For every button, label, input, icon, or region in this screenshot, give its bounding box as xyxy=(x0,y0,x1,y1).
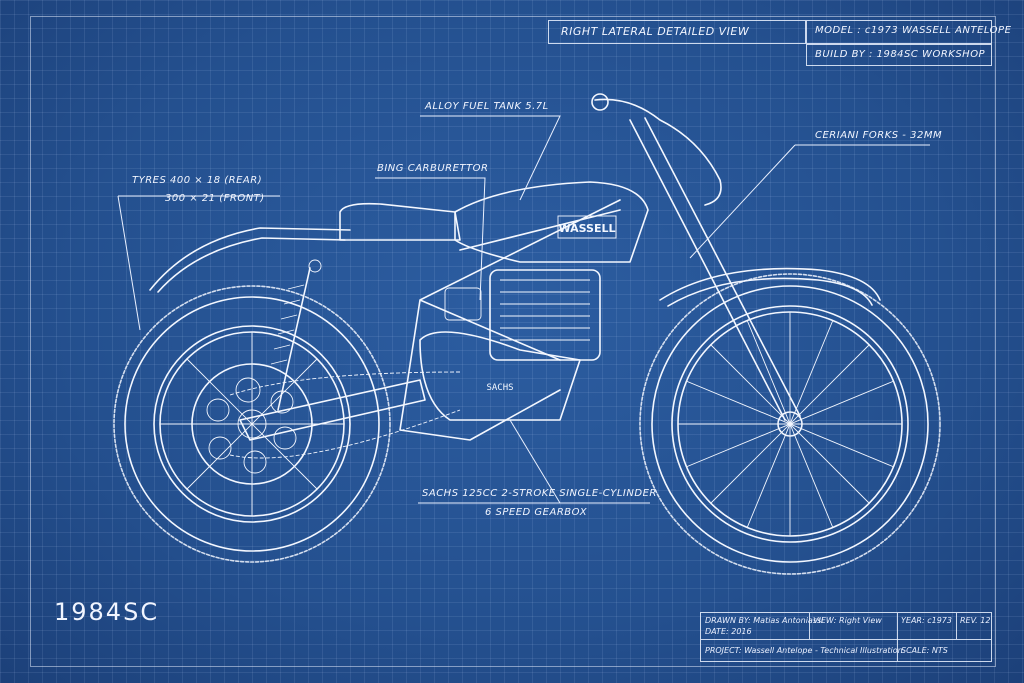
label-tyres-front: 300 × 21 (FRONT) xyxy=(165,193,265,204)
label-engine: SACHS 125CC 2-STROKE SINGLE-CYLINDER xyxy=(422,488,657,499)
swing-arm xyxy=(239,379,426,441)
view: VIEW: Right View xyxy=(813,616,882,625)
engine-badge: SACHS xyxy=(486,383,513,393)
drawn-by: DRAWN BY: Matias Antoniassi xyxy=(705,616,824,625)
scale: SCALE: NTS xyxy=(901,646,948,655)
leader-engine xyxy=(418,419,650,504)
workshop-logo: 1984SC xyxy=(54,598,160,626)
label-fuel-tank: ALLOY FUEL TANK 5.7L xyxy=(425,101,549,112)
leader-forks xyxy=(689,144,930,259)
date: DATE: 2016 xyxy=(705,627,752,636)
title-divider-v1 xyxy=(809,613,810,639)
front-forks xyxy=(591,93,801,421)
leader-fuel-tank xyxy=(420,115,561,201)
view-title: RIGHT LATERAL DETAILED VIEW xyxy=(561,25,750,38)
front-fender-edge xyxy=(667,277,873,307)
fuel-tank xyxy=(454,181,649,263)
label-carburettor: BING CARBURETTOR xyxy=(377,163,489,174)
build-box: BUILD BY : 1984SC WORKSHOP xyxy=(806,44,992,66)
tank-badge: WASSELL xyxy=(558,222,615,235)
title-divider-h xyxy=(701,639,991,640)
model-box: MODEL : c1973 WASSELL ANTELOPE xyxy=(806,20,1011,44)
title-divider-v3 xyxy=(956,613,957,639)
engine: SACHS xyxy=(419,269,601,421)
front-wheel xyxy=(639,273,941,575)
build-label: BUILD BY : 1984SC WORKSHOP xyxy=(815,49,986,60)
drive-chain xyxy=(229,371,461,459)
label-forks: CERIANI FORKS - 32MM xyxy=(815,130,943,141)
rear-fender xyxy=(149,227,351,291)
year: YEAR: c1973 xyxy=(901,616,952,625)
title-block: DRAWN BY: Matias Antoniassi DATE: 2016 V… xyxy=(700,612,992,662)
carb-filter xyxy=(444,287,482,321)
model-label: MODEL : c1973 WASSELL ANTELOPE xyxy=(815,25,1012,36)
drawing-frame xyxy=(30,16,996,667)
title-divider-v2 xyxy=(897,613,898,661)
leader-carb xyxy=(375,177,486,301)
label-gearbox: 6 SPEED GEARBOX xyxy=(485,507,588,518)
project: PROJECT: Wassell Antelope - Technical Il… xyxy=(705,646,903,655)
rear-shock xyxy=(270,259,322,411)
view-title-box: RIGHT LATERAL DETAILED VIEW xyxy=(548,20,806,44)
label-tyres-rear: TYRES 400 × 18 (REAR) xyxy=(132,175,263,186)
handlebar xyxy=(594,98,722,206)
front-fender xyxy=(659,267,881,301)
rear-wheel xyxy=(113,285,391,563)
seat xyxy=(339,202,461,241)
leader-tyres xyxy=(117,195,280,331)
revision: REV. 12 xyxy=(960,616,991,625)
frame xyxy=(399,199,621,441)
rear-fender-edge xyxy=(157,237,346,293)
